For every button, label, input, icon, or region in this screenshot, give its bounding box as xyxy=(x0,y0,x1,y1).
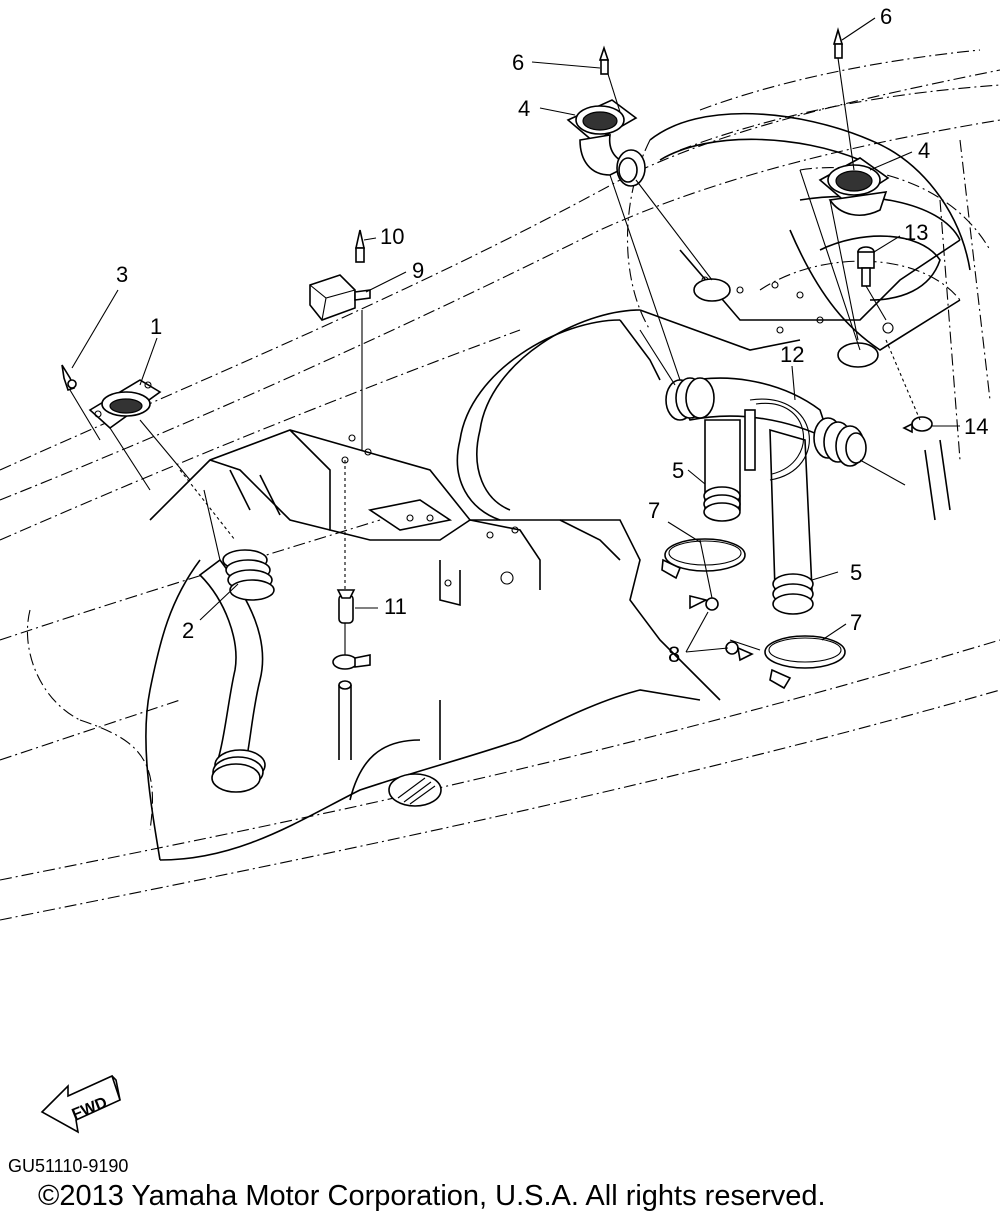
rear-vent-left xyxy=(566,99,646,187)
assembly-lines xyxy=(69,57,921,655)
hose-clip-14 xyxy=(902,416,951,521)
callout-5a: 5 xyxy=(672,458,684,483)
callout-6b: 6 xyxy=(880,4,892,29)
callout-10: 10 xyxy=(380,224,404,249)
reference-code: GU51110-9190 xyxy=(8,1156,129,1176)
deck-interior xyxy=(145,429,721,861)
rivet-10 xyxy=(355,229,365,263)
callout-9: 9 xyxy=(412,258,424,283)
hose-clamp-lower xyxy=(764,635,846,690)
callout-4a: 4 xyxy=(518,96,530,121)
callout-6a: 6 xyxy=(512,50,524,75)
callout-2: 2 xyxy=(182,618,194,643)
rear-intake-hose xyxy=(665,377,867,615)
callouts: 1 2 3 4 4 5 5 6 6 7 7 8 9 10 11 12 13 14 xyxy=(116,4,988,667)
leader-lines xyxy=(71,17,960,653)
screw-lower xyxy=(725,641,754,662)
air-duct-flange xyxy=(88,379,162,430)
rivet-6-right xyxy=(832,27,844,59)
callout-7b: 7 xyxy=(850,610,862,635)
callout-1: 1 xyxy=(150,314,162,339)
fwd-arrow-icon: FWD xyxy=(40,1074,121,1134)
callout-7a: 7 xyxy=(648,498,660,523)
callout-3: 3 xyxy=(116,262,128,287)
callout-14: 14 xyxy=(964,414,988,439)
callout-11: 11 xyxy=(384,594,407,619)
callout-5b: 5 xyxy=(850,560,862,585)
callout-8: 8 xyxy=(668,642,680,667)
callout-13: 13 xyxy=(904,220,928,245)
front-intake-hose xyxy=(198,549,275,793)
hose-clamp-upper xyxy=(661,538,746,580)
vent-box xyxy=(309,274,371,321)
callout-12: 12 xyxy=(780,342,804,367)
callout-4b: 4 xyxy=(918,138,930,163)
screw-upper xyxy=(689,594,719,611)
rivet-left xyxy=(61,364,77,392)
copyright-notice: ©2013 Yamaha Motor Corporation, U.S.A. A… xyxy=(38,1180,826,1212)
rivet-6-left xyxy=(598,45,610,75)
hose-fitting-13 xyxy=(857,246,875,287)
vent-pipe-fitting xyxy=(332,589,371,760)
hull-outline xyxy=(0,49,1000,921)
